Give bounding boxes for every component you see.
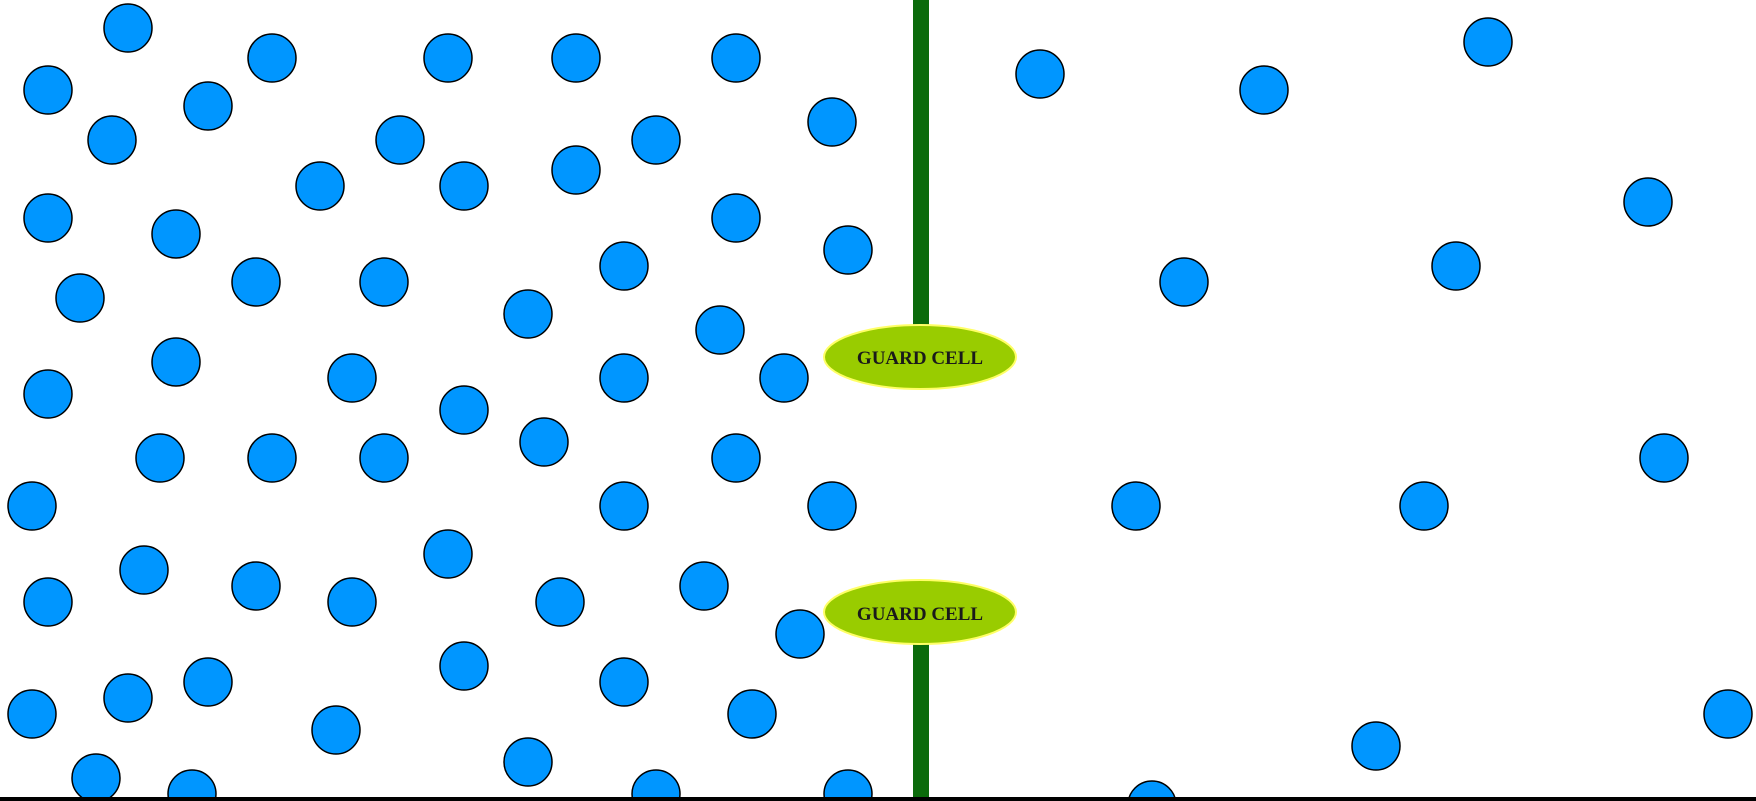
molecule-dot	[184, 82, 232, 130]
molecule-dot	[136, 434, 184, 482]
molecule-dot	[600, 354, 648, 402]
molecule-dot	[632, 770, 680, 801]
molecule-dot	[1240, 66, 1288, 114]
molecule-dot	[600, 482, 648, 530]
molecule-dot	[600, 658, 648, 706]
molecule-dot	[440, 162, 488, 210]
guard-cell-upper: GUARD CELL	[824, 325, 1016, 389]
molecule-dot	[360, 258, 408, 306]
molecule-dot	[152, 338, 200, 386]
molecule-dot	[24, 66, 72, 114]
molecule-dot	[1016, 50, 1064, 98]
molecule-dot	[328, 354, 376, 402]
molecule-dot	[56, 274, 104, 322]
molecule-dot	[1704, 690, 1752, 738]
molecule-dot	[632, 116, 680, 164]
molecule-dot	[712, 34, 760, 82]
guard-cell-lower: GUARD CELL	[824, 580, 1016, 644]
molecule-dot	[168, 770, 216, 801]
molecule-dot	[776, 610, 824, 658]
molecule-dot	[152, 210, 200, 258]
leaf-wall-lower	[913, 640, 929, 801]
molecule-dot	[312, 706, 360, 754]
molecule-dot	[424, 530, 472, 578]
molecule-dot	[712, 194, 760, 242]
molecule-group	[8, 4, 1752, 801]
molecule-dot	[1464, 18, 1512, 66]
molecule-dot	[504, 738, 552, 786]
molecule-dot	[1352, 722, 1400, 770]
molecule-dot	[8, 482, 56, 530]
molecule-dot	[248, 434, 296, 482]
molecule-dot	[104, 4, 152, 52]
molecule-dot	[824, 770, 872, 801]
molecule-dot	[440, 642, 488, 690]
molecule-dot	[360, 434, 408, 482]
leaf-wall-upper	[913, 0, 929, 326]
molecule-dot	[232, 562, 280, 610]
molecule-dot	[712, 434, 760, 482]
molecule-dot	[600, 242, 648, 290]
molecule-dot	[552, 146, 600, 194]
molecule-dot	[24, 194, 72, 242]
molecule-dot	[1624, 178, 1672, 226]
molecule-dot	[8, 690, 56, 738]
guard-cell-upper-label: GUARD CELL	[857, 348, 983, 369]
molecule-dot	[88, 116, 136, 164]
molecule-dot	[728, 690, 776, 738]
molecule-dot	[536, 578, 584, 626]
molecule-dot	[680, 562, 728, 610]
molecule-dot	[184, 658, 232, 706]
molecule-dot	[248, 34, 296, 82]
molecule-dot	[72, 754, 120, 801]
molecule-dot	[1640, 434, 1688, 482]
guard-cell-lower-label: GUARD CELL	[857, 604, 983, 625]
molecule-dot	[808, 482, 856, 530]
molecule-dot	[232, 258, 280, 306]
molecule-dot	[1432, 242, 1480, 290]
molecule-dot	[424, 34, 472, 82]
molecule-dot	[120, 546, 168, 594]
molecule-dot	[376, 116, 424, 164]
molecule-dot	[760, 354, 808, 402]
molecule-dot	[104, 674, 152, 722]
baseline	[0, 797, 1756, 801]
molecule-dot	[808, 98, 856, 146]
molecule-dot	[696, 306, 744, 354]
molecule-dot	[552, 34, 600, 82]
molecule-dot	[1160, 258, 1208, 306]
molecule-dot	[296, 162, 344, 210]
molecule-dot	[520, 418, 568, 466]
molecule-dot	[328, 578, 376, 626]
molecule-dot	[504, 290, 552, 338]
molecule-dot	[1112, 482, 1160, 530]
molecule-dot	[24, 578, 72, 626]
molecule-dot	[824, 226, 872, 274]
molecule-dot	[1400, 482, 1448, 530]
molecule-dot	[440, 386, 488, 434]
molecule-dot	[24, 370, 72, 418]
